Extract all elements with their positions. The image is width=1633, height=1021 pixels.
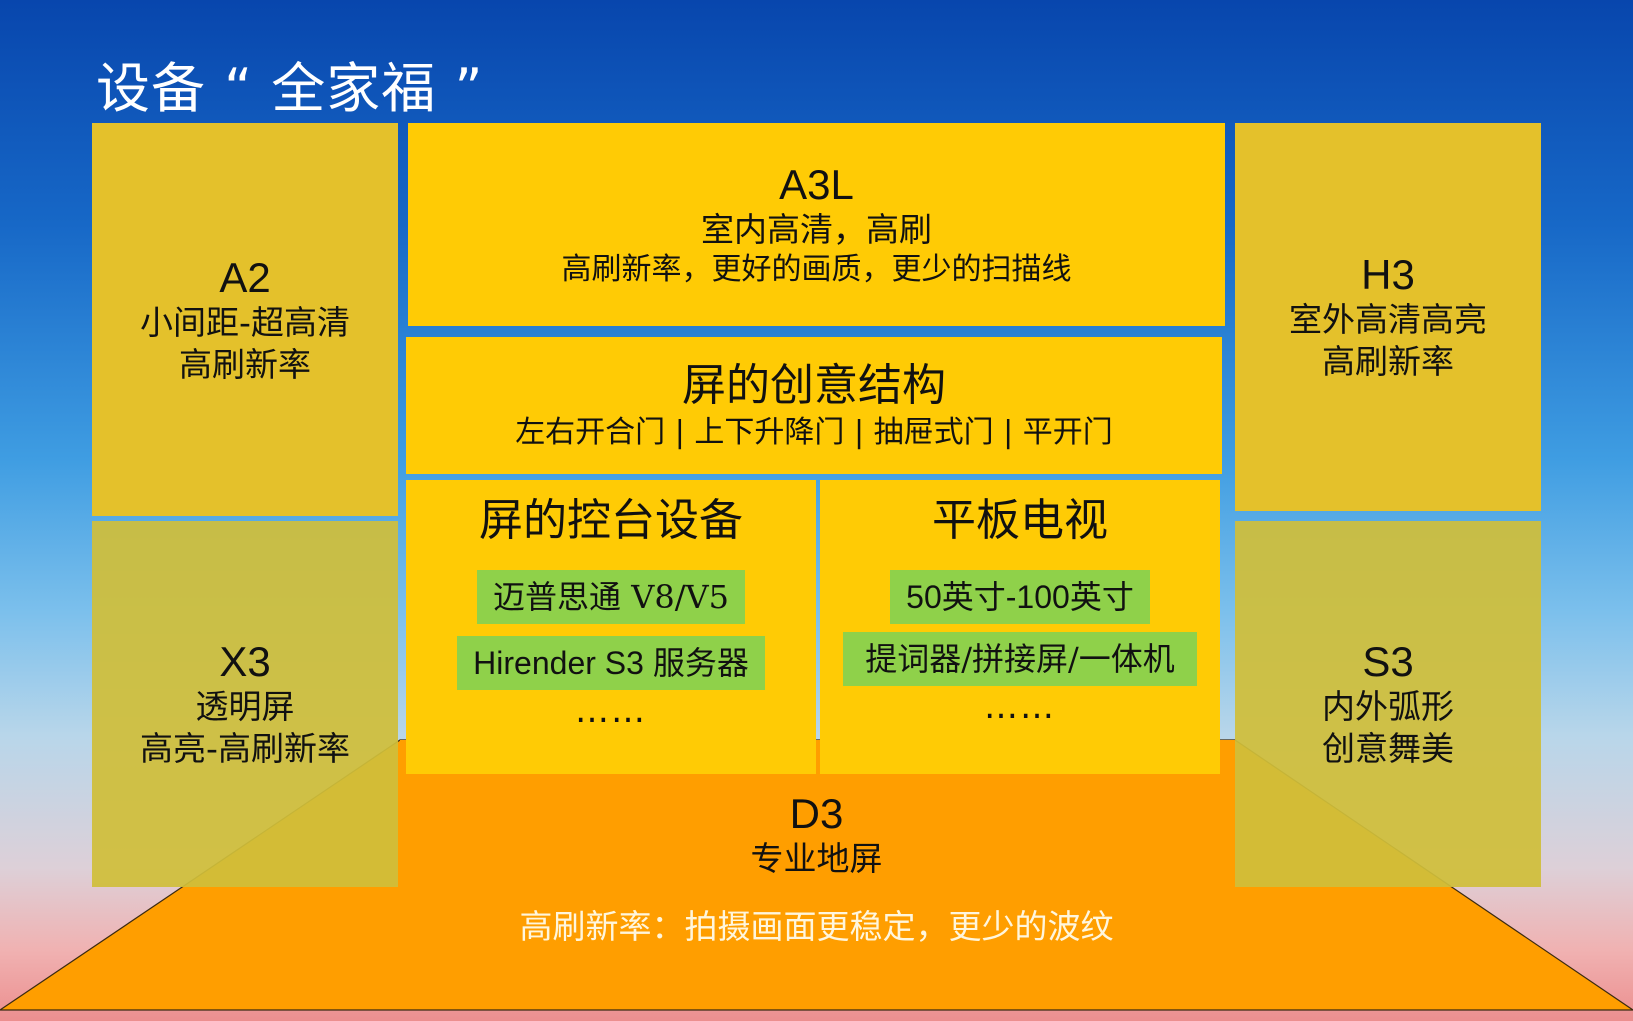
panel-a2-line2: 高刷新率	[179, 344, 311, 384]
creative-items: 左右开合门 | 上下升降门 | 抽屉式门 | 平开门	[515, 413, 1113, 453]
creative-separator: |	[674, 414, 685, 450]
panel-a3l: A3L 室内高清，高刷 高刷新率，更好的画质，更少的扫描线	[408, 123, 1225, 326]
panel-d3-line1: 专业地屏	[750, 839, 883, 878]
panel-h3-code: H3	[1361, 251, 1415, 298]
panel-x3-line2: 高亮-高刷新率	[140, 729, 350, 768]
console-chip-hirender: Hirender S3 服务器	[457, 636, 765, 690]
panel-a2: A2 小间距-超高清 高刷新率	[92, 123, 398, 516]
panel-a2-code: A2	[219, 253, 271, 301]
panel-a2-line1: 小间距-超高清	[140, 302, 350, 342]
panel-a3l-code: A3L	[779, 160, 854, 208]
panel-h3-line2: 高刷新率	[1322, 342, 1454, 381]
tv-more: ……	[984, 687, 1056, 727]
panel-d3-note: 高刷新率：拍摄画面更稳定，更少的波纹	[519, 907, 1114, 946]
panel-x3-code: X3	[219, 638, 271, 685]
panel-h3-line1: 室外高清高亮	[1289, 300, 1487, 339]
tv-heading: 平板电视	[932, 495, 1108, 546]
tv-chip-devices: 提词器/拼接屏/一体机	[843, 632, 1197, 686]
panel-d3: D3 专业地屏	[0, 790, 1633, 880]
tv-chip-size: 50英寸-100英寸	[890, 570, 1150, 624]
creative-heading: 屏的创意结构	[682, 359, 946, 411]
panel-tv: 平板电视 50英寸-100英寸 提词器/拼接屏/一体机 ……	[820, 480, 1220, 774]
panel-s3-line2: 创意舞美	[1322, 729, 1454, 768]
panel-d3-code: D3	[789, 790, 844, 837]
creative-item: 左右开合门	[515, 414, 666, 450]
panel-a3l-line2: 高刷新率，更好的画质，更少的扫描线	[561, 251, 1072, 287]
panel-creative-structure: 屏的创意结构 左右开合门 | 上下升降门 | 抽屉式门 | 平开门	[406, 337, 1222, 474]
creative-item: 上下升降门	[694, 414, 845, 450]
panel-s3: S3 内外弧形 创意舞美	[1235, 521, 1541, 887]
panel-console: 屏的控台设备 迈普思通 V8/V5 Hirender S3 服务器 ……	[406, 480, 816, 774]
panel-x3: X3 透明屏 高亮-高刷新率	[92, 521, 398, 887]
creative-separator: |	[1003, 414, 1014, 450]
page-title: 设备 “ 全家福 ”	[96, 57, 484, 120]
console-more: ……	[575, 691, 647, 731]
panel-h3: H3 室外高清高亮 高刷新率	[1235, 123, 1541, 511]
panel-s3-code: S3	[1362, 638, 1414, 685]
creative-item: 平开门	[1022, 414, 1113, 450]
console-heading: 屏的控台设备	[479, 495, 743, 546]
creative-item: 抽屉式门	[873, 414, 994, 450]
panel-x3-line1: 透明屏	[195, 687, 295, 726]
panel-s3-line1: 内外弧形	[1322, 687, 1454, 726]
creative-separator: |	[853, 414, 865, 450]
console-chip-mapsoft: 迈普思通 V8/V5	[477, 570, 745, 624]
panel-a3l-line1: 室内高清，高刷	[701, 209, 932, 249]
